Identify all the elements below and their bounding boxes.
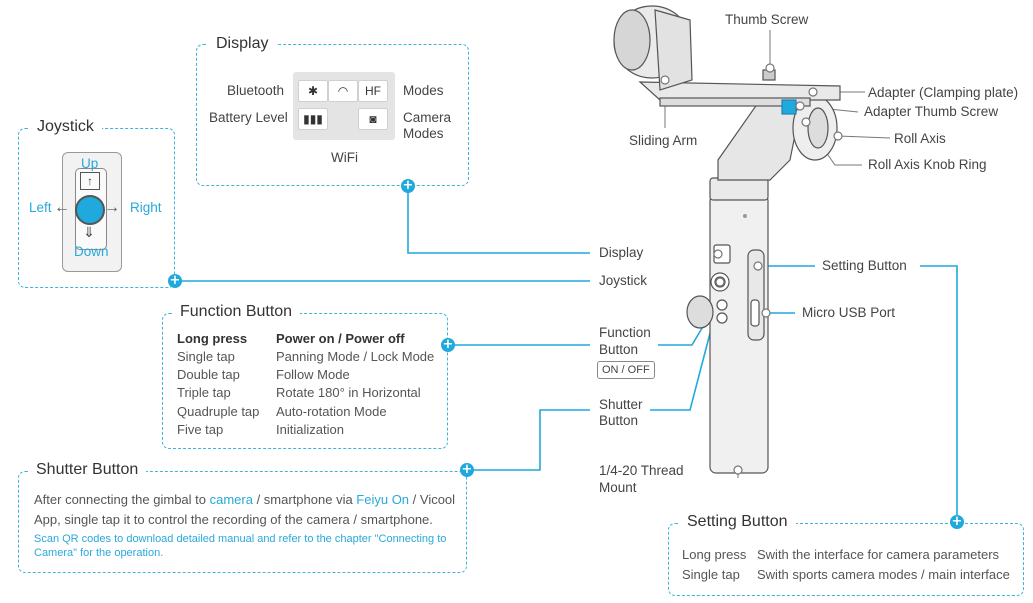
joystick-up-label: Up: [81, 156, 99, 171]
battery-icon: ▮▮▮: [298, 108, 328, 130]
shutter-button-title: Shutter Button: [28, 461, 147, 479]
function-button-expand-icon[interactable]: +: [441, 337, 455, 352]
display-panel: [196, 44, 469, 186]
gimbal-drawing: [613, 5, 841, 474]
roll-axis-label: Roll Axis: [894, 131, 946, 146]
fb-result-4: Auto-rotation Mode: [276, 404, 387, 419]
adapter-label: Adapter (Clamping plate): [868, 85, 1019, 100]
fb-action-2: Double tap: [177, 367, 240, 382]
callout-dots: [660, 63, 843, 475]
shutter-desc-feiyu: Feiyu On: [356, 492, 410, 507]
callout-lines: [178, 190, 958, 520]
fb-result-2: Follow Mode: [276, 367, 350, 382]
fb-action-1: Single tap: [177, 349, 235, 364]
adapter-thumb-screw-label: Adapter Thumb Screw: [864, 104, 999, 119]
setting-button-expand-icon[interactable]: +: [950, 514, 964, 529]
modes-label: Modes: [403, 83, 444, 98]
fb-action-0: Long press: [177, 331, 248, 346]
display-title: Display: [208, 35, 277, 53]
thumb-screw-label: Thumb Screw: [725, 12, 809, 27]
micro-usb-port-label: Micro USB Port: [802, 305, 896, 320]
thread-mount-label-2: Mount: [599, 480, 637, 495]
joystick-down-label: Down: [74, 244, 109, 259]
fb-result-0: Power on / Power off: [276, 331, 405, 346]
shutter-note-line2: Camera" for the operation.: [34, 547, 164, 559]
joystick-title: Joystick: [29, 118, 102, 136]
shutter-note-line1: Scan QR codes to download detailed manua…: [34, 533, 447, 545]
sb-action-1: Single tap: [682, 567, 740, 582]
sb-result-0: Swith the interface for camera parameter…: [757, 547, 1000, 562]
shutter-desc-line1: After connecting the gimbal to camera / …: [34, 491, 455, 509]
wifi-label: WiFi: [331, 150, 358, 165]
thread-mount-label-1: 1/4-20 Thread: [599, 463, 684, 478]
function-button-callout-label-1: Function: [599, 325, 651, 340]
battery-level-label: Battery Level: [209, 110, 288, 125]
setting-button-callout-label: Setting Button: [822, 258, 907, 273]
setting-button-panel: [668, 523, 1024, 596]
fb-action-4: Quadruple tap: [177, 404, 260, 419]
shutter-desc-camera: camera: [209, 492, 253, 507]
shutter-desc-line2: App, single tap it to control the record…: [34, 512, 433, 527]
fb-result-5: Initialization: [276, 422, 344, 437]
fb-result-1: Panning Mode / Lock Mode: [276, 349, 435, 364]
display-expand-icon[interactable]: +: [401, 178, 415, 193]
function-button-title: Function Button: [172, 303, 301, 321]
joystick-expand-icon[interactable]: +: [168, 273, 182, 288]
camera-icon: ◙: [358, 108, 388, 130]
fb-action-3: Triple tap: [177, 385, 231, 400]
sliding-arm-label: Sliding Arm: [629, 133, 698, 148]
display-callout-label: Display: [599, 245, 644, 260]
sb-result-1: Swith sports camera modes / main interfa…: [757, 567, 1010, 582]
roll-axis-knob-ring-label: Roll Axis Knob Ring: [868, 157, 987, 172]
joystick-right-label: Right: [130, 200, 162, 215]
fb-action-5: Five tap: [177, 422, 224, 437]
shutter-button-expand-icon[interactable]: +: [460, 462, 474, 477]
joystick-left-label: Left: [29, 200, 52, 215]
wifi-icon: ◠: [328, 80, 358, 102]
shutter-desc-a: After connecting the gimbal to: [34, 492, 210, 507]
shutter-button-callout-label-1: Shutter: [599, 397, 643, 412]
hf-mode-icon: HF: [358, 80, 388, 102]
joystick-left-arrow-icon: ←: [54, 199, 70, 216]
joystick-down-arrow-icon: ⇓: [83, 224, 95, 240]
shutter-desc-b: / smartphone via: [252, 492, 357, 507]
fb-result-3: Rotate 180° in Horizontal: [276, 385, 421, 400]
bluetooth-label: Bluetooth: [227, 83, 285, 98]
joystick-up-arrow-icon: ↑: [80, 172, 100, 190]
camera-modes-label-2: Modes: [403, 126, 444, 141]
shutter-desc-c: / Vicool: [409, 492, 456, 507]
shutter-button-panel: [18, 471, 467, 573]
camera-modes-label-1: Camera: [403, 110, 452, 125]
setting-button-title: Setting Button: [679, 513, 796, 531]
joystick-knob[interactable]: [75, 195, 105, 225]
joystick-callout-label: Joystick: [599, 273, 648, 288]
sb-action-0: Long press: [682, 547, 747, 562]
function-button-callout-label-2: Button: [599, 342, 639, 357]
on-off-badge: ON / OFF: [597, 361, 655, 379]
joystick-right-arrow-icon: →: [104, 199, 120, 216]
shutter-button-callout-label-2: Button: [599, 413, 639, 428]
bluetooth-icon: ✱: [298, 80, 328, 102]
function-button-panel: [162, 313, 448, 449]
